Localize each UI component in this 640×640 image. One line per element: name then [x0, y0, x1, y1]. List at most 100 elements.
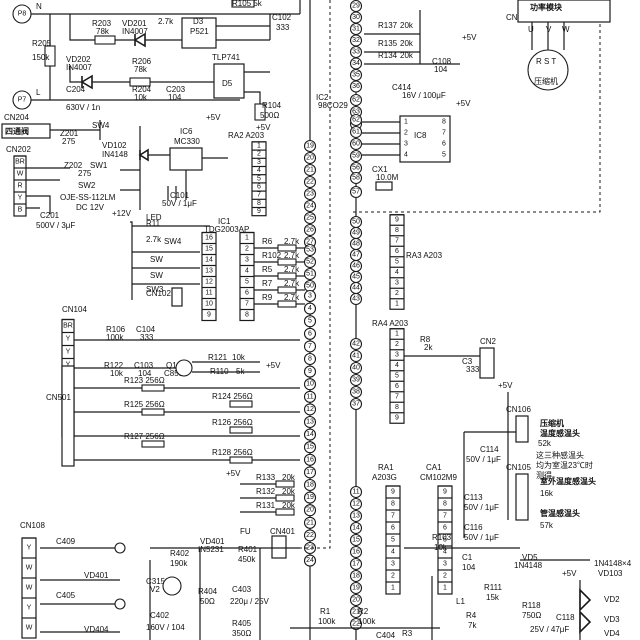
ic2-left-bot-pin-number: 21 — [352, 609, 360, 616]
z201-value: 275 — [62, 137, 76, 146]
compressor-temp-label-1: 压缩机 — [540, 418, 564, 428]
fu-label: FU — [240, 527, 251, 536]
r128-label: R128 256Ω — [212, 448, 253, 457]
wire-cn204 — [50, 120, 101, 140]
pipe-temp-label: 管温感温头 — [540, 508, 580, 518]
r103-label: R103 — [432, 533, 452, 542]
ic2-right-pin-number: 24 — [306, 203, 314, 210]
wire-phases — [531, 22, 565, 50]
ca1-value: CM102M9 — [420, 473, 457, 482]
ic2-left-bot-pin — [349, 593, 363, 607]
ic2-left-top-pin-number: 31 — [352, 26, 360, 33]
vd404-label: VD404 — [84, 625, 109, 634]
r8-label: R8 — [420, 335, 431, 344]
ic2-right-bot-pin — [303, 403, 317, 416]
ic2-right-mid-pin — [303, 243, 317, 257]
ic2-left-mid-pin-number: 62 — [352, 97, 360, 104]
r206-label: R206 — [132, 57, 152, 66]
r131-label: R131 — [256, 501, 276, 510]
ic2-left-bot-pin-number: 14 — [352, 525, 360, 532]
c114-value: 50V / 1μF — [466, 455, 501, 464]
vd103-value: 1N4148×4 — [594, 559, 632, 568]
k52-label: 52k — [538, 439, 552, 448]
plus5v-c414: +5V — [456, 99, 471, 108]
ic2-left-mid-pin — [349, 93, 363, 107]
ic2-left-low-pin-number: 61 — [352, 129, 360, 136]
ic2-right-bot-pin — [303, 554, 317, 567]
ic2-right-bot-pin — [303, 365, 317, 378]
r137-value: 20k — [400, 21, 414, 30]
ic2-right-mid-pin — [303, 255, 317, 269]
ic2-right-mid-pin-number: 52 — [306, 259, 314, 266]
resistor-r123 — [141, 384, 165, 392]
four-way-valve-label: 四通阀 — [5, 126, 29, 136]
resistor-r127 — [141, 440, 165, 448]
ic2-right-pin — [303, 199, 317, 213]
c201-label: C201 — [40, 211, 60, 220]
ic2-left-top-pin — [349, 80, 363, 93]
cn108-pin-number: Y — [27, 605, 32, 612]
power-supply-section: R402 190k VD401 IN5231 FU CN401 R401 450… — [146, 527, 440, 640]
compressor-temp-label-2: 温度感温头 — [540, 428, 580, 438]
ra1-pin-number: 4 — [391, 549, 395, 556]
ic2-right-pin — [303, 163, 317, 177]
ic2-right-bot-pin-number: 21 — [306, 519, 314, 526]
compressor-motor — [527, 49, 569, 91]
outdoor-temp-label: 室外温度感温头 — [540, 476, 596, 486]
sw4-ic1-label: SW4 — [164, 237, 182, 246]
r402-value: 190k — [170, 559, 188, 568]
ic6-chip — [169, 147, 203, 171]
ic2-left-low-pin — [349, 149, 363, 163]
c1-value: 104 — [462, 563, 476, 572]
ra3-pin-number: 9 — [395, 217, 399, 224]
k16-label: 16k — [540, 489, 554, 498]
ic2-right-bot-pin-number: 19 — [306, 494, 314, 501]
phase-u: U — [528, 25, 534, 34]
r137-label: R137 — [378, 21, 398, 30]
ic2-right-mid-pin — [303, 267, 317, 281]
ic2-left-ra3-pin — [349, 292, 363, 306]
r7-value: 2.7k — [284, 279, 300, 288]
ic2-right-pin-number: 22 — [306, 179, 314, 186]
sw2-label: SW2 — [78, 181, 96, 190]
cn501-side-label: CN501 — [46, 393, 71, 402]
resistor-r104 — [254, 103, 266, 121]
cn104-pin-number: Y — [66, 349, 71, 356]
vd201-value: IN4007 — [122, 27, 148, 36]
wire-switches — [130, 221, 210, 300]
c103-value: 104 — [138, 369, 152, 378]
r124-label: R124 256Ω — [212, 392, 253, 401]
ic2-right-bot-pin — [303, 428, 317, 441]
vd102-value: IN4148 — [102, 150, 128, 159]
c402-label: C402 — [150, 611, 170, 620]
ic2-left-ra3-pin-number: 49 — [352, 230, 360, 237]
ic6-label: IC6 — [180, 127, 193, 136]
ic1-left-pin-number: 12 — [205, 279, 213, 286]
r2-value: 100k — [358, 617, 376, 626]
r405-value: 350Ω — [232, 629, 251, 638]
ic2-right-bot-pin-number: 6 — [308, 330, 312, 337]
ic2-right-pin-number: 19 — [306, 143, 314, 150]
ic8-pin-number: 8 — [442, 119, 446, 126]
ca1-label: CA1 — [426, 463, 442, 472]
ic2-right-pin-number: 25 — [306, 215, 314, 222]
ic2-left-low-pin — [349, 137, 363, 151]
ic2-left-low-pin-number: 62 — [352, 117, 360, 124]
ic2-right-bot-pin-number: 20 — [306, 507, 314, 514]
ca1-pin-number: 7 — [443, 513, 447, 520]
ic1-left-pin-number: 13 — [205, 268, 213, 275]
ic1-right-pin-number: 5 — [245, 279, 249, 286]
cn104-pin-number: BR — [63, 323, 73, 330]
ra1-pin-number: 5 — [391, 537, 395, 544]
ic2-right-pin — [303, 139, 317, 153]
ic2-right-bot-pin — [303, 453, 317, 466]
ra2-pin-number: 1 — [257, 143, 261, 150]
ic2-left-top-pin-number: 29 — [352, 3, 360, 10]
